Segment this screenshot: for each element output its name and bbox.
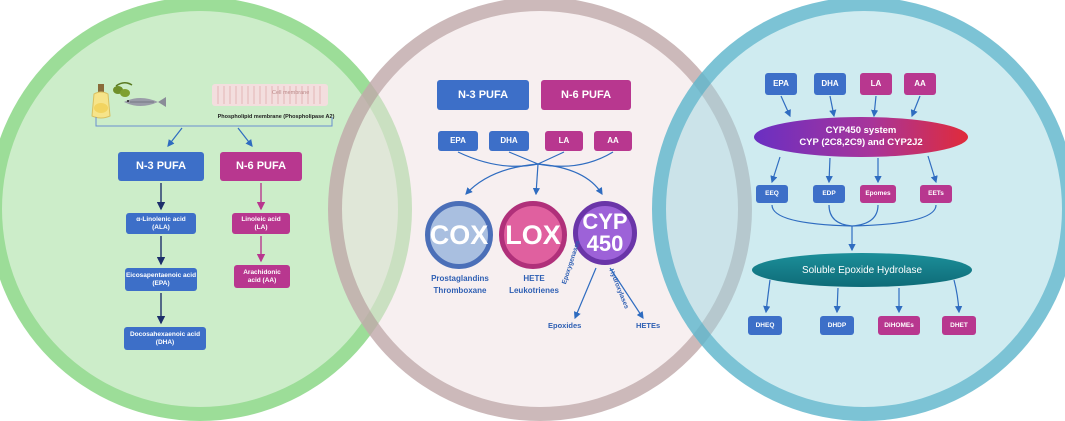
middle-epa-box: EPA — [438, 131, 478, 151]
arrow-seh-dhet — [953, 279, 963, 314]
right-aa-box: AA — [904, 73, 936, 95]
edp-box: EDP — [813, 185, 845, 203]
middle-la-box: LA — [545, 131, 583, 151]
arrow-seh-dheq — [763, 279, 771, 314]
arrow-to-cox — [465, 163, 539, 195]
right-dha-box: DHA — [814, 73, 846, 95]
cyp450-enzyme-circle: CYP 450 — [573, 201, 637, 265]
epoxides-label: Epoxides — [548, 321, 582, 330]
arrow-to-epoxides — [574, 267, 597, 320]
arrow-to-lox — [532, 163, 540, 196]
right-epa-box: EPA — [765, 73, 797, 95]
arrow-to-hetes — [609, 267, 644, 320]
arrow-cyp-edp — [825, 157, 833, 184]
cox-products-label: Prostaglandins Thromboxane — [431, 274, 489, 295]
lox-enzyme-circle: LOX — [499, 201, 567, 269]
right-converge — [771, 204, 937, 227]
right-la-box: LA — [860, 73, 892, 95]
arrow-seh-dhdp — [833, 287, 841, 314]
arrow-to-n3 — [167, 127, 183, 147]
dhdp-box: DHDP — [820, 316, 854, 335]
cell-membrane-label: Cell membrane — [272, 90, 310, 96]
arrow-to-cyp — [537, 163, 603, 196]
bracket-line — [95, 117, 333, 127]
arrow-cyp-eets — [927, 155, 938, 184]
fish-icon — [124, 97, 166, 107]
eeq-box: EEQ — [756, 185, 788, 203]
arrow-cyp-eeq — [770, 156, 781, 184]
dhet-box: DHET — [942, 316, 976, 335]
soluble-epoxide-hydrolase-ellipse: Soluble Epoxide Hydrolase — [752, 253, 972, 287]
left-n6-pufa-box: N-6 PUFA — [220, 152, 302, 181]
phospholipid-label: Phospholipid membrane (Phospholipase A2) — [217, 114, 335, 120]
middle-n3-pufa-box: N-3 PUFA — [437, 80, 529, 110]
arrow-aa-cyp — [910, 95, 921, 118]
middle-aa-box: AA — [594, 131, 632, 151]
left-n3-pufa-box: N-3 PUFA — [118, 152, 204, 181]
aa-chain-box: Arachidonic acid (AA) — [234, 265, 290, 288]
cox-enzyme-circle: COX — [425, 201, 493, 269]
dha-chain-box: Docosahexaenoic acid (DHA) — [124, 327, 206, 350]
dheq-box: DHEQ — [748, 316, 782, 335]
olive-icon — [113, 82, 133, 97]
epa-chain-box: Eicosapentaenoic acid (EPA) — [125, 268, 197, 291]
ala-box: α-Linolenic acid (ALA) — [126, 213, 196, 234]
hetes-label: HETEs — [636, 321, 661, 330]
oil-bottle-icon — [91, 84, 111, 119]
middle-converge — [457, 151, 614, 167]
la-chain-box: Linoleic acid (LA) — [232, 213, 290, 234]
arrow-dha-cyp — [829, 95, 837, 118]
cyp450-system-ellipse: CYP450 system CYP (2C8,2C9) and CYP2J2 — [754, 117, 968, 157]
epomes-box: Epomes — [860, 185, 896, 203]
food-sources-icon — [91, 82, 166, 119]
middle-dha-box: DHA — [489, 131, 529, 151]
middle-n6-pufa-box: N-6 PUFA — [541, 80, 631, 110]
arrow-to-n6 — [237, 127, 253, 147]
cell-membrane-graphic — [212, 84, 328, 106]
dihomes-box: DiHOMEs — [878, 316, 920, 335]
lox-products-label: HETE Leukotrienes — [509, 274, 559, 295]
arrow-epa-cyp — [780, 95, 791, 118]
arrow-la-cyp — [871, 95, 879, 118]
eets-box: EETs — [920, 185, 952, 203]
